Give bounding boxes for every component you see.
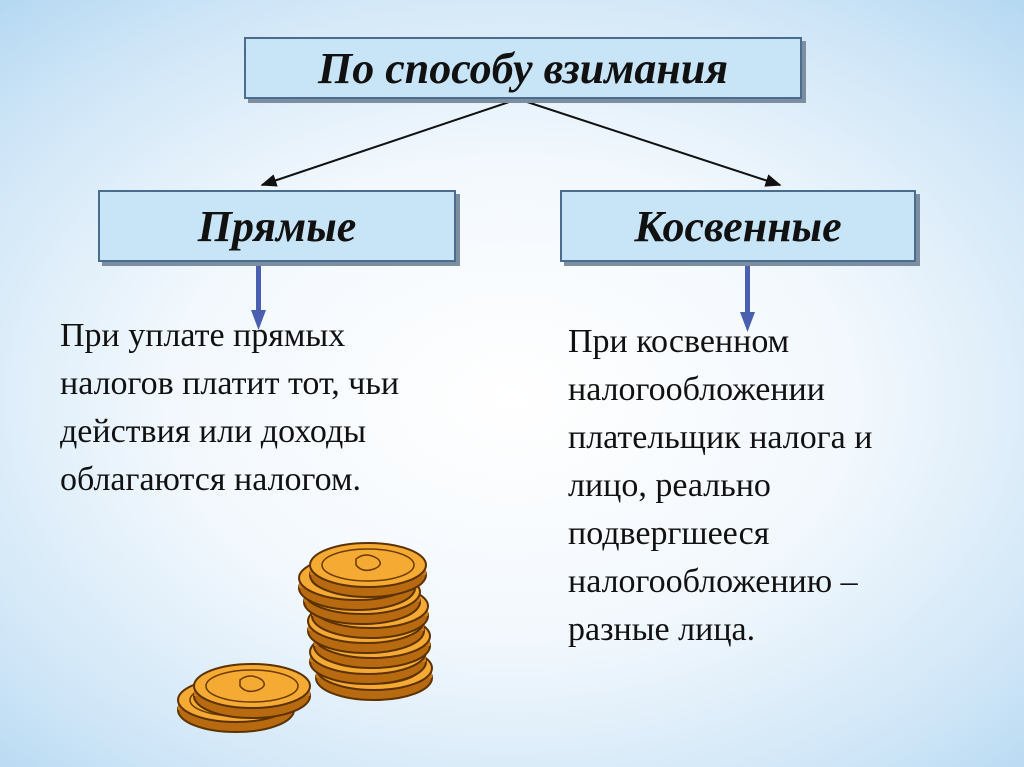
- direct-taxes-box: Прямые: [98, 190, 456, 262]
- arrow-to-indirect: [517, 98, 782, 187]
- description-line: подвергшееся: [568, 515, 770, 552]
- description-line: налогообложению –: [568, 563, 858, 600]
- arrow-to-direct: [260, 98, 519, 187]
- indirect-taxes-description: При косвенном налогообложении плательщик…: [568, 318, 872, 654]
- down-arrow-direct: [251, 262, 266, 330]
- indirect-taxes-box: Косвенные: [560, 190, 916, 262]
- indirect-taxes-label: Косвенные: [634, 201, 842, 251]
- description-line: налогов платит тот, чьи: [60, 365, 400, 402]
- title-box: По способу взимания: [244, 37, 802, 99]
- description-line: плательщик налога и: [568, 419, 873, 456]
- description-line: действия или доходы: [60, 413, 367, 450]
- description-line: облагаются налогом.: [60, 461, 362, 498]
- title-label: По способу взимания: [318, 43, 728, 93]
- description-line: При косвенном: [568, 323, 790, 360]
- description-line: разные лица.: [568, 611, 756, 648]
- description-line: лицо, реально: [568, 467, 771, 504]
- description-line: При уплате прямых: [60, 317, 346, 354]
- direct-taxes-label: Прямые: [197, 201, 357, 251]
- direct-taxes-description: При уплате прямых налогов платит тот, чь…: [60, 312, 399, 504]
- down-arrow-indirect: [740, 262, 755, 332]
- description-line: налогообложении: [568, 371, 825, 408]
